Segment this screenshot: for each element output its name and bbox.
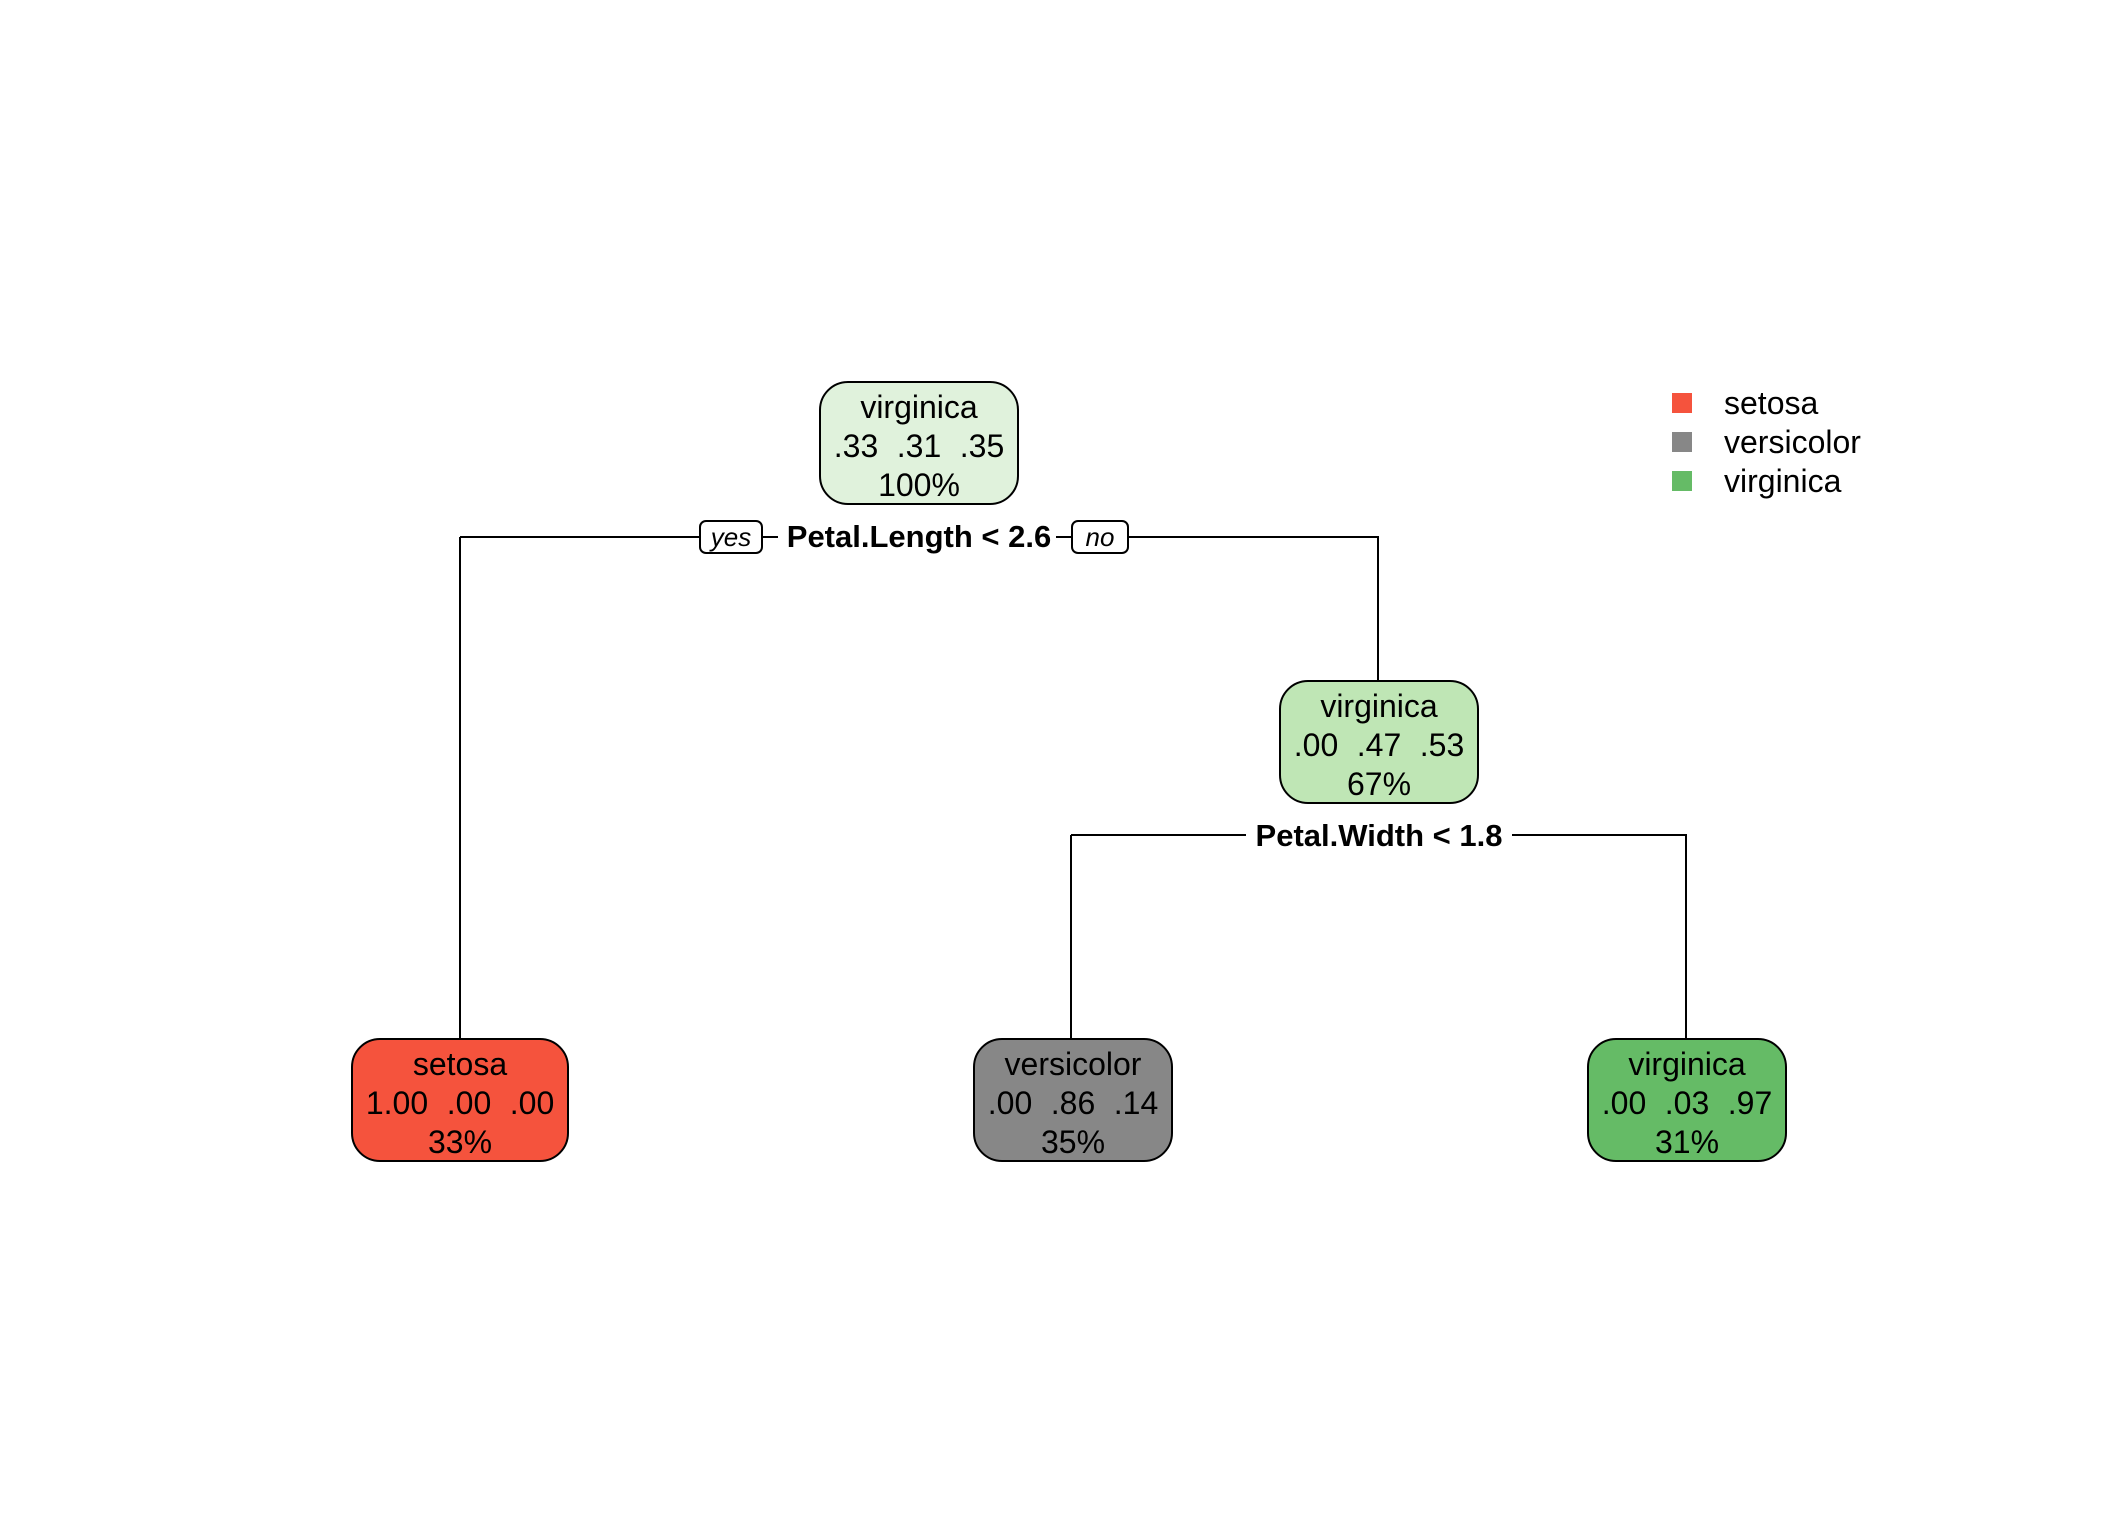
edge-label-no: no [1071,520,1129,554]
legend-label-virginica: virginica [1724,463,1842,499]
leaf-virginica-prob-virginica: .97 [1728,1085,1772,1121]
edge-label-yes-box [699,520,763,554]
node-root-prob-virginica: .35 [960,428,1004,464]
node-right-prob-virginica: .53 [1420,727,1464,763]
legend-label-versicolor: versicolor [1724,424,1861,460]
legend: setosa versicolor virginica [1672,385,1861,499]
connector-right-split-right [1512,834,1687,1039]
root-split-rule: Petal.Length < 2.6 [787,519,1051,554]
leaf-versicolor-class: versicolor [1005,1046,1142,1082]
edge-label-no-box [1071,520,1129,554]
leaf-setosa-prob-virginica: .00 [510,1085,554,1121]
legend-swatch-setosa [1672,393,1692,413]
leaf-virginica-class: virginica [1628,1046,1746,1082]
node-root-prob-versicolor: .31 [897,428,941,464]
leaf-versicolor-percent: 35% [1041,1124,1105,1160]
leaf-setosa-box [351,1038,569,1162]
leaf-setosa-percent: 33% [428,1124,492,1160]
connector-root-split-right [1056,536,1379,681]
node-root-prob-setosa: .33 [834,428,878,464]
leaf-setosa-prob-versicolor: .00 [447,1085,491,1121]
node-root-class: virginica [860,389,978,425]
node-right-percent: 67% [1347,766,1411,802]
leaf-virginica-prob-setosa: .00 [1602,1085,1646,1121]
leaf-virginica-prob-versicolor: .03 [1665,1085,1709,1121]
node-root-percent: 100% [878,467,960,503]
node-root-box [819,381,1019,505]
legend-swatch-virginica [1672,471,1692,491]
leaf-virginica: virginica .00 .03 .97 31% [1587,1038,1787,1162]
legend-swatch-versicolor [1672,432,1692,452]
edge-label-yes: yes [699,520,763,554]
leaf-versicolor-prob-setosa: .00 [988,1085,1032,1121]
leaf-versicolor-box [973,1038,1173,1162]
leaf-virginica-box [1587,1038,1787,1162]
connector-right-split-left [1070,834,1246,1039]
leaf-versicolor-prob-virginica: .14 [1114,1085,1158,1121]
node-right-class: virginica [1320,688,1438,724]
node-right-prob-versicolor: .47 [1357,727,1401,763]
edge-label-no-text: no [1086,522,1115,552]
node-right-prob-setosa: .00 [1294,727,1338,763]
node-right: virginica .00 .47 .53 67% [1279,680,1479,804]
leaf-setosa: setosa 1.00 .00 .00 33% [351,1038,569,1162]
leaf-setosa-class: setosa [413,1046,507,1082]
leaf-virginica-percent: 31% [1655,1124,1719,1160]
leaf-versicolor-prob-versicolor: .86 [1051,1085,1095,1121]
legend-label-setosa: setosa [1724,385,1818,421]
node-right-box [1279,680,1479,804]
leaf-versicolor: versicolor .00 .86 .14 35% [973,1038,1173,1162]
node-root: virginica .33 .31 .35 100% [819,381,1019,505]
leaf-setosa-prob-setosa: 1.00 [366,1085,428,1121]
edge-label-yes-text: yes [709,522,751,552]
right-split-rule: Petal.Width < 1.8 [1256,818,1503,853]
